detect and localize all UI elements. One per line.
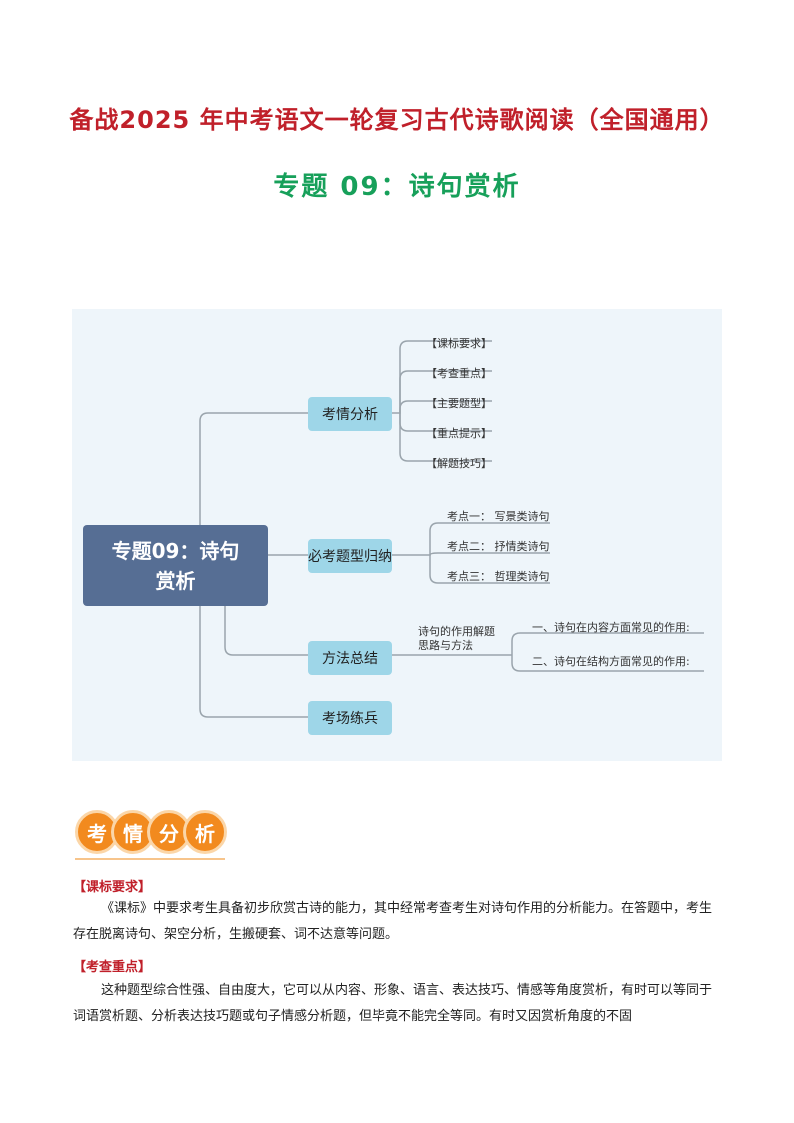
leaf-structure-role: 二、诗句在结构方面常见的作用:	[532, 655, 690, 668]
connector-b3-leaf2	[511, 655, 704, 672]
document-subtitle: 专题 09：诗句赏析	[273, 172, 521, 202]
paragraph-exam-focus: 这种题型综合性强、自由度大，它可以从内容、形象、语言、表达技巧、情感等角度赏析，…	[73, 983, 713, 1024]
connector-branch4	[199, 606, 308, 718]
leaf-point-2: 考点二： 抒情类诗句	[447, 540, 550, 553]
leaf-point-1: 考点一： 写景类诗句	[447, 510, 550, 523]
branch-method-summary: 方法总结	[308, 641, 392, 675]
branch-practice: 考场练兵	[308, 701, 392, 735]
document-title: 备战2025 年中考语文一轮复习古代诗歌阅读（全国通用）	[69, 106, 725, 134]
mind-map: 专题09：诗句赏析 考情分析 必考题型归纳 方法总结 考场练兵 【课标要求】 【…	[72, 309, 722, 761]
connector-b3-leaf1	[511, 632, 704, 655]
leaf-method-line1: 诗句的作用解题	[418, 625, 495, 638]
connector-b1-leaf1	[392, 340, 492, 414]
leaf-content-role: 一、诗句在内容方面常见的作用:	[532, 621, 690, 634]
branch-question-types: 必考题型归纳	[308, 539, 392, 573]
connector-branch3	[224, 606, 308, 656]
connector-branch1	[199, 412, 308, 525]
connector-b2-leaf1	[392, 522, 550, 556]
connector-b1-leaf5	[399, 413, 492, 462]
leaf-curriculum-requirements: 【课标要求】	[426, 337, 492, 350]
leaf-point-3: 考点三： 哲理类诗句	[447, 570, 550, 583]
root-node: 专题09：诗句赏析	[83, 525, 268, 606]
leaf-exam-focus: 【考查重点】	[426, 367, 492, 380]
leaf-key-tips: 【重点提示】	[426, 427, 492, 440]
badge-char-4: 析	[183, 810, 227, 854]
leaf-method-line2: 思路与方法	[418, 639, 473, 652]
connector-b2-leaf3	[429, 555, 550, 584]
heading-exam-focus: 【考查重点】	[73, 960, 152, 975]
branch-exam-analysis: 考情分析	[308, 397, 392, 431]
connector-b2-leaf2	[429, 552, 550, 556]
mind-map-connectors	[199, 340, 704, 718]
section-badge: 考 情 分 析	[75, 810, 227, 860]
badge-underline	[75, 858, 225, 860]
leaf-solving-skills: 【解题技巧】	[426, 457, 492, 470]
connector-b1-leaf3	[399, 400, 492, 413]
heading-curriculum: 【课标要求】	[73, 880, 152, 895]
connector-b1-leaf2	[399, 370, 492, 413]
leaf-main-question-types: 【主要题型】	[426, 397, 492, 410]
paragraph-curriculum: 《课标》中要求考生具备初步欣赏古诗的能力，其中经常考查考生对诗句作用的分析能力。…	[73, 901, 713, 942]
